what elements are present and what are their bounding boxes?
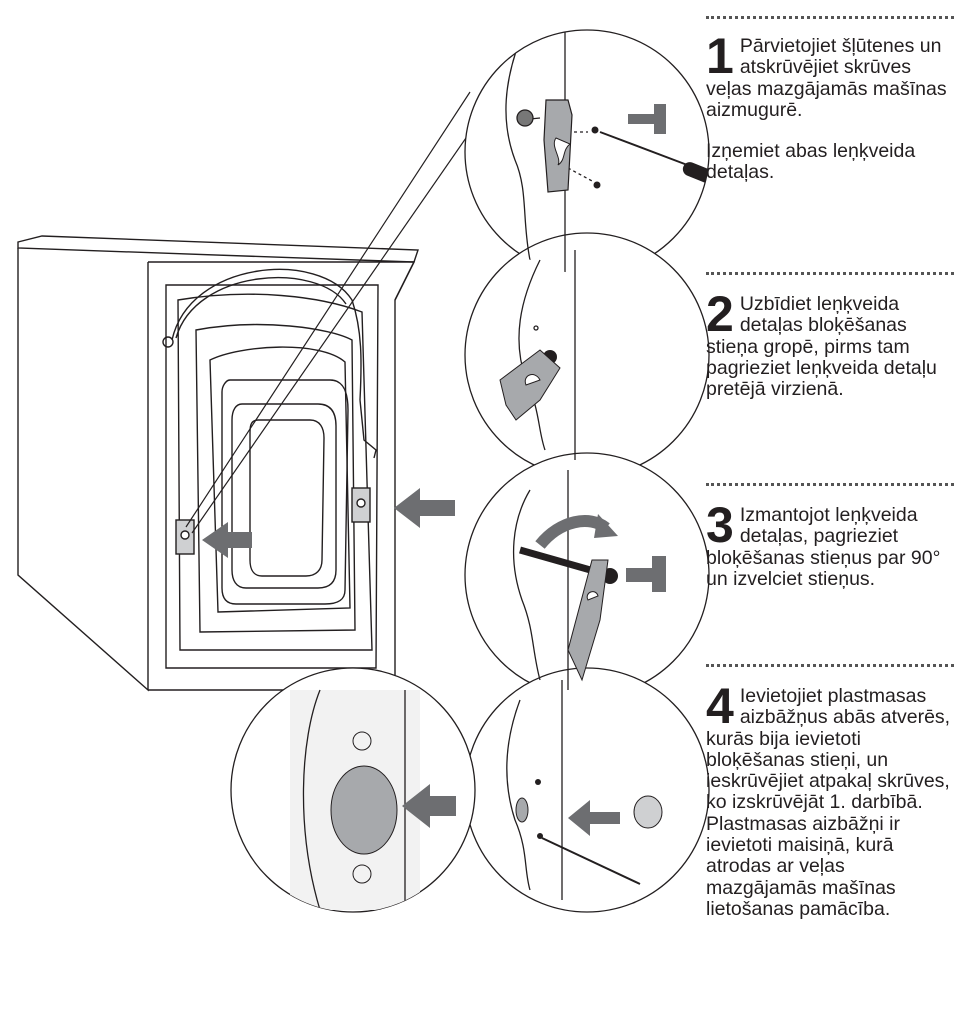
detail-2-slide-bracket bbox=[499, 250, 576, 460]
machine-arrows bbox=[202, 488, 455, 558]
step-text: Ievietojiet plastmasas aizbāžņus abās at… bbox=[706, 685, 951, 920]
step-text: Uzbīdiet leņķveida detaļas bloķēšanas st… bbox=[706, 293, 937, 401]
detail-4-insert-plugs bbox=[506, 680, 663, 900]
step-note: Izņemiet abas leņķveida detaļas. bbox=[706, 140, 916, 184]
step-number: 1 bbox=[706, 28, 734, 84]
step-1: 1 Pārvietojiet šļūtenes un atskrūvējiet … bbox=[706, 28, 958, 184]
step-text: Pārvietojiet šļūtenes un atskrūvējiet sk… bbox=[706, 35, 947, 121]
callout-lines bbox=[185, 91, 485, 534]
detail-3-rotate-rods bbox=[513, 470, 666, 690]
separator bbox=[706, 272, 954, 275]
separator bbox=[706, 483, 954, 486]
step-text: Izmantojot leņķveida detaļas, pagrieziet… bbox=[706, 504, 941, 590]
step-number: 4 bbox=[706, 678, 734, 734]
step-number: 2 bbox=[706, 286, 734, 342]
step-4: 4 Ievietojiet plastmasas aizbāžņus abās … bbox=[706, 678, 958, 920]
detail-5-plug-closeup bbox=[290, 689, 456, 911]
separator bbox=[706, 664, 954, 667]
washing-machine-rear bbox=[17, 235, 419, 692]
detail-1-remove-screws bbox=[505, 30, 709, 274]
separator bbox=[706, 16, 954, 19]
step-2: 2 Uzbīdiet leņķveida detaļas bloķēšanas … bbox=[706, 286, 958, 401]
step-number: 3 bbox=[706, 497, 734, 553]
step-3: 3 Izmantojot leņķveida detaļas, pagriezi… bbox=[706, 497, 958, 590]
